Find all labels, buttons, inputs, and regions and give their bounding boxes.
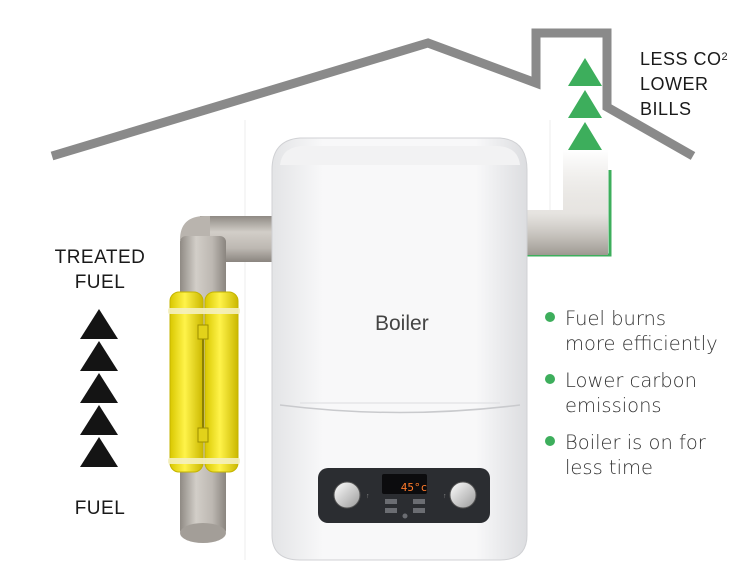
co2-subscript: 2 [721,51,729,63]
boiler-panel-divider [279,404,521,414]
right-knob [449,481,477,509]
benefit-line: Lower carbon [565,369,697,392]
green-bullet-icon [545,374,555,384]
fuel-treatment-device [168,291,240,473]
lower-label: LOWER [640,74,709,94]
green-arrow-3 [568,122,602,150]
black-arrow-5 [80,437,118,467]
boiler-brand-label: Boiler [375,312,429,335]
black-arrow-4 [80,405,118,435]
boiler: ↑ ↑ [271,137,528,561]
left-knob [333,481,361,509]
black-arrow-2 [80,341,118,371]
benefit-item: Lower carbon emissions [545,368,745,418]
roof-outline [50,28,696,161]
flue-pipe [520,150,608,255]
fuel-pipe-end [180,523,226,543]
benefit-text: Fuel burns more efficiently [565,306,718,356]
black-arrow-3 [80,373,118,403]
benefit-text: Lower carbon emissions [565,368,697,418]
green-arrow-2 [568,90,602,118]
treated-fuel-line1: TREATED [54,247,146,268]
benefit-line: Boiler is on for [565,431,706,454]
svg-text:↑: ↑ [443,493,447,500]
temperature-display [382,474,427,494]
benefits-list: Fuel burns more efficiently Lower carbon… [545,306,745,492]
temperature-readout: 45°c [400,481,428,494]
control-panel [318,468,490,523]
treated-fuel-label: TREATED FUEL [40,245,160,295]
benefit-item: Boiler is on for less time [545,430,745,480]
benefit-line: emissions [565,394,662,417]
green-arrow-1 [568,58,602,86]
benefit-line: less time [565,456,653,479]
fuel-label: FUEL [74,498,126,519]
svg-text:↑: ↑ [366,493,370,500]
black-arrow-1 [80,309,118,339]
boiler-top-panel [280,146,520,165]
boiler-shell [271,137,528,561]
bills-label: BILLS [640,99,692,119]
less-co2-label: LESS CO2 [640,47,728,72]
benefit-line: more efficiently [565,332,718,355]
green-arrows [568,58,602,150]
treated-fuel-line2: FUEL [74,272,126,293]
green-bullet-icon [545,312,555,322]
benefit-line: Fuel burns [565,307,667,330]
benefit-text: Boiler is on for less time [565,430,706,480]
green-bullet-icon [545,436,555,446]
black-arrows [80,309,118,467]
benefit-item: Fuel burns more efficiently [545,306,745,356]
less-co2-text: LESS CO [640,49,722,69]
